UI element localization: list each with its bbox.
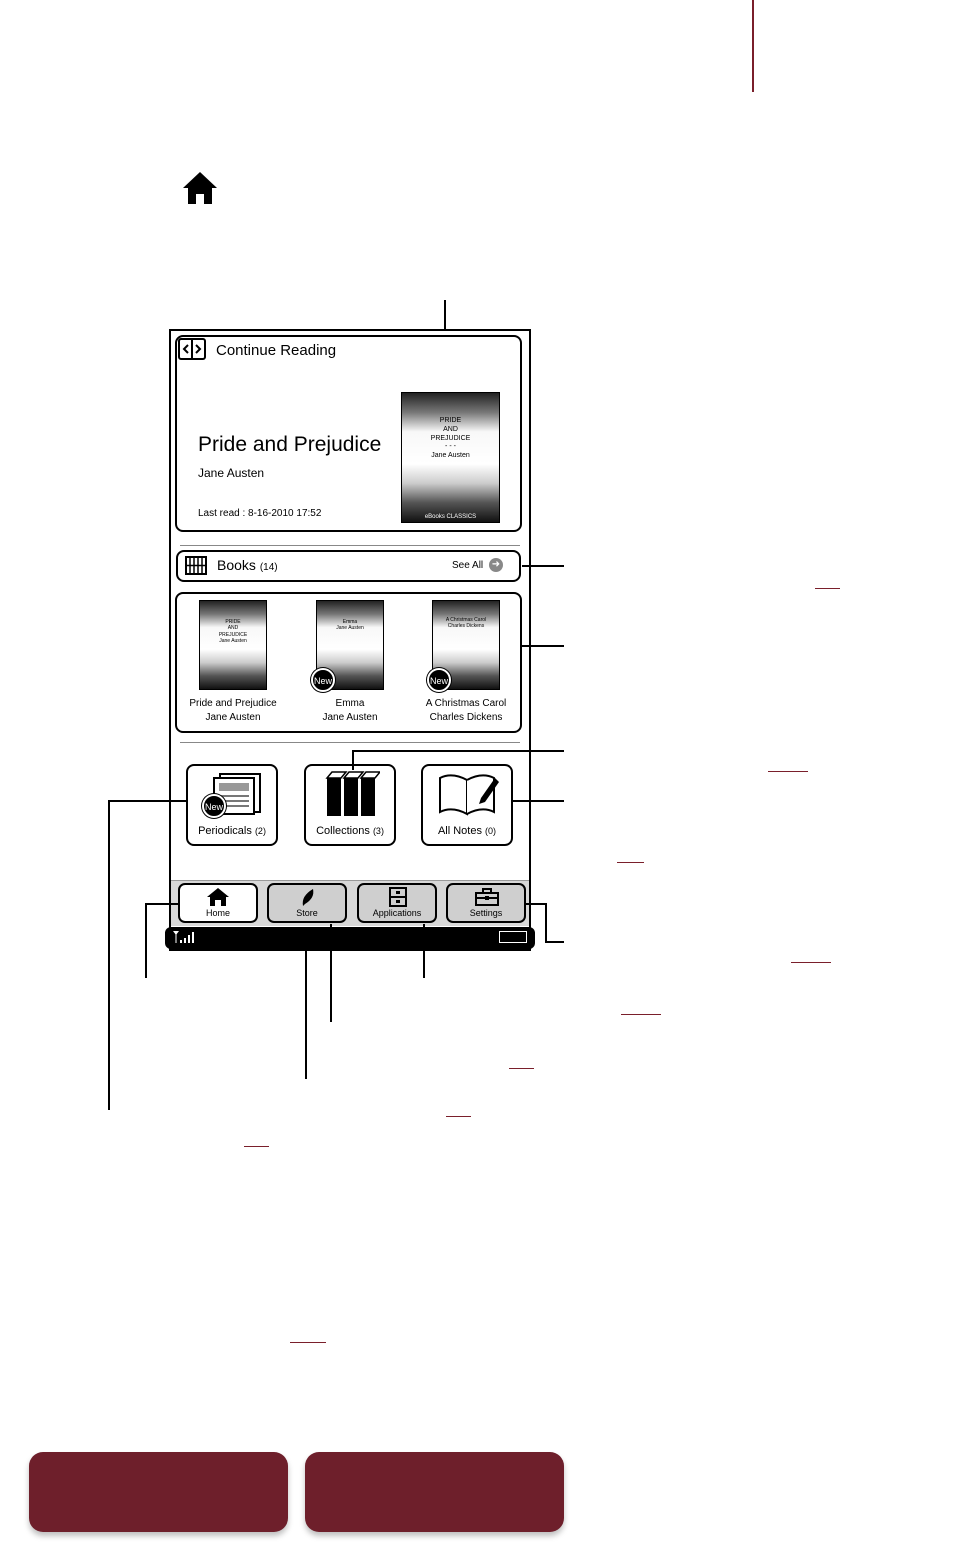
callout-line-store bbox=[330, 924, 332, 1022]
page-link-underline[interactable] bbox=[509, 1068, 534, 1069]
page-link-underline[interactable] bbox=[244, 1146, 269, 1147]
callout-line-status-bar bbox=[305, 949, 307, 1079]
callout-line-settings-end bbox=[545, 941, 564, 943]
bookshelf-icon bbox=[185, 556, 207, 575]
tab-settings-label: Settings bbox=[469, 908, 503, 918]
collections-label-text: Collections bbox=[316, 825, 370, 837]
current-book-title: Pride and Prejudice bbox=[198, 433, 382, 456]
applications-icon bbox=[389, 887, 407, 907]
periodicals-count: (2) bbox=[254, 826, 266, 836]
callout-line-home-drop bbox=[145, 903, 147, 978]
notes-pen-icon bbox=[439, 774, 499, 816]
cover-publisher: eBooks CLASSICS bbox=[424, 514, 477, 520]
previous-page-button[interactable] bbox=[29, 1452, 288, 1532]
collections-tile[interactable]: Collections (3) bbox=[304, 764, 396, 846]
tab-store-label: Store bbox=[296, 908, 318, 918]
cover-line: PRIDE bbox=[225, 619, 241, 625]
tab-settings[interactable]: Settings bbox=[446, 883, 526, 923]
tab-store[interactable]: Store bbox=[267, 883, 347, 923]
callout-line-collections-drop bbox=[352, 750, 354, 770]
current-book-cover[interactable]: PRIDE AND PREJUDICE - - - Jane Austen eB… bbox=[401, 392, 500, 523]
new-badge: New bbox=[427, 668, 451, 692]
periodicals-label-text: Periodicals bbox=[198, 825, 252, 837]
tab-home[interactable]: Home bbox=[178, 883, 258, 923]
callout-line-applications bbox=[423, 924, 425, 978]
cover-line: Emma bbox=[342, 619, 358, 625]
all-notes-tile[interactable]: All Notes (0) bbox=[421, 764, 513, 846]
tab-applications[interactable]: Applications bbox=[357, 883, 437, 923]
page-link-underline[interactable] bbox=[791, 962, 831, 963]
see-all-link[interactable]: See All bbox=[452, 560, 484, 571]
cover-line: AND bbox=[227, 625, 239, 632]
battery-icon bbox=[499, 931, 527, 943]
page-link-underline[interactable] bbox=[768, 771, 808, 772]
status-bar bbox=[165, 927, 535, 949]
arrow-right-icon[interactable]: ➜ bbox=[489, 558, 503, 572]
notes-label-text: All Notes bbox=[437, 825, 482, 837]
books-label-text: Books bbox=[217, 557, 256, 573]
callout-line-periodicals-drop bbox=[108, 800, 110, 1110]
callout-line-collections bbox=[352, 750, 564, 752]
cover-line: AND bbox=[443, 425, 458, 433]
new-badge: New bbox=[311, 668, 335, 692]
callout-line-books bbox=[522, 565, 564, 567]
book-title[interactable]: Emma bbox=[335, 698, 365, 709]
callout-line-periodicals bbox=[108, 800, 188, 802]
notes-label: All Notes (0) bbox=[423, 825, 511, 837]
callout-line-settings-drop bbox=[545, 903, 547, 943]
cover-line: Jane Austen bbox=[431, 452, 470, 459]
page-link-underline[interactable] bbox=[446, 1116, 471, 1117]
callout-line-notes bbox=[512, 800, 564, 802]
cover-line: Charles Dickens bbox=[447, 623, 485, 630]
callout-line-home bbox=[145, 903, 179, 905]
tab-home-label: Home bbox=[205, 908, 230, 918]
new-badge: New bbox=[202, 794, 226, 818]
cover-line: PRIDE bbox=[439, 417, 462, 424]
books-count: (14) bbox=[259, 562, 278, 573]
collections-icon bbox=[325, 771, 380, 816]
page-link-underline[interactable] bbox=[621, 1014, 661, 1015]
home-icon bbox=[183, 172, 217, 204]
wireless-signal-icon bbox=[173, 931, 194, 943]
page-link-underline[interactable] bbox=[290, 1342, 326, 1343]
collections-count: (3) bbox=[372, 826, 384, 836]
book-author: Charles Dickens bbox=[429, 712, 503, 723]
cover-line: Jane Austen bbox=[336, 625, 364, 632]
cover-line: - - - bbox=[445, 443, 456, 451]
callout-line-book-list bbox=[522, 645, 564, 647]
divider bbox=[180, 742, 520, 743]
book-cover[interactable]: PRIDE AND PREJUDICE Jane Austen bbox=[199, 600, 267, 690]
books-bar[interactable] bbox=[176, 550, 521, 582]
callout-line-settings bbox=[526, 903, 546, 905]
page-link-underline[interactable] bbox=[617, 862, 644, 863]
toolbox-icon bbox=[475, 888, 499, 906]
cover-line: PREJUDICE bbox=[430, 434, 471, 442]
divider bbox=[180, 545, 520, 546]
header-accent-line bbox=[752, 0, 754, 92]
book-title[interactable]: A Christmas Carol bbox=[425, 698, 507, 709]
current-book-author: Jane Austen bbox=[198, 466, 265, 480]
next-page-button[interactable] bbox=[305, 1452, 564, 1532]
cover-line: A Christmas Carol bbox=[445, 617, 487, 623]
collections-label: Collections (3) bbox=[306, 825, 394, 837]
cover-line: Jane Austen bbox=[219, 637, 247, 644]
store-leaf-icon bbox=[302, 889, 314, 906]
home-icon bbox=[207, 888, 229, 906]
book-author: Jane Austen bbox=[205, 712, 261, 723]
cover-line: PREJUDICE bbox=[218, 631, 248, 638]
callout-line-continue-reading bbox=[444, 300, 446, 336]
book-author: Jane Austen bbox=[322, 712, 378, 723]
notes-count: (0) bbox=[485, 826, 497, 836]
continue-reading-label: Continue Reading bbox=[216, 342, 337, 359]
book-title[interactable]: Pride and Prejudice bbox=[189, 698, 277, 709]
page-link-underline[interactable] bbox=[815, 588, 840, 589]
tab-applications-label: Applications bbox=[372, 908, 422, 918]
last-read-timestamp: Last read : 8-16-2010 17:52 bbox=[198, 508, 322, 519]
open-book-icon bbox=[178, 338, 206, 360]
periodicals-tile[interactable]: New Periodicals (2) bbox=[186, 764, 278, 846]
books-label: Books (14) bbox=[217, 557, 278, 573]
periodicals-label: Periodicals (2) bbox=[188, 825, 276, 837]
